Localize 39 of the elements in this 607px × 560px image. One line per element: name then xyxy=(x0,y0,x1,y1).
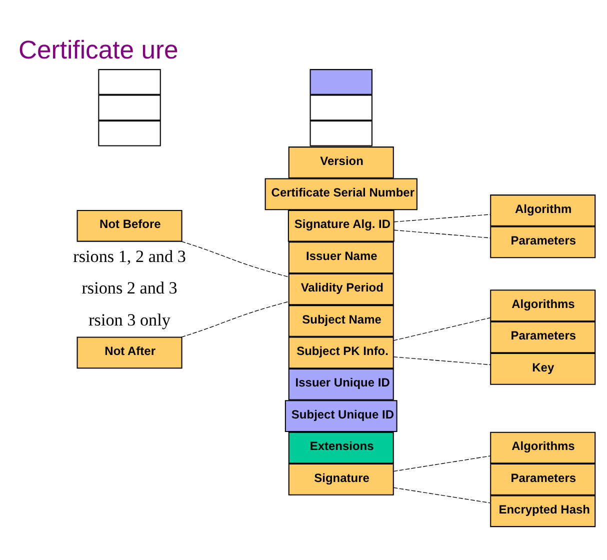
node-box: Algorithms xyxy=(490,431,596,464)
connector xyxy=(393,455,491,472)
node-box: Issuer Unique ID xyxy=(288,368,394,400)
label: rsion 3 only xyxy=(88,310,170,329)
node-box xyxy=(98,120,161,146)
connector xyxy=(180,300,289,338)
connector xyxy=(393,486,491,503)
node-box: Algorithms xyxy=(490,289,596,321)
node-box: Not After xyxy=(76,336,182,368)
connector xyxy=(180,240,289,277)
node-box: Subject Name xyxy=(288,304,394,336)
node-box: Parameters xyxy=(490,463,596,495)
node-box: Issuer Name xyxy=(288,241,394,274)
connector xyxy=(394,214,491,222)
connector xyxy=(394,229,491,238)
node-box: Algorithm xyxy=(490,194,596,226)
node-box: Subject Unique ID xyxy=(284,400,398,432)
diagram-title: Certificate ure xyxy=(18,36,178,64)
node-box xyxy=(98,94,161,120)
node-box: Encrypted Hash xyxy=(490,494,596,527)
connector xyxy=(393,316,491,340)
node-box xyxy=(310,94,372,120)
node-box: Certificate Serial Number xyxy=(264,178,418,210)
node-box: Extensions xyxy=(288,431,394,464)
node-box xyxy=(98,68,161,94)
node-box: Parameters xyxy=(490,320,596,353)
node-box: Parameters xyxy=(490,226,596,258)
node-box: Not Before xyxy=(76,209,182,242)
node-box: Key xyxy=(490,352,596,384)
label: rsions 2 and 3 xyxy=(82,278,178,298)
node-box xyxy=(310,120,372,146)
label: rsions 1, 2 and 3 xyxy=(73,246,186,266)
node-box: Signature xyxy=(288,463,394,495)
node-box: Signature Alg. ID xyxy=(288,209,394,242)
node-box: Validity Period xyxy=(288,272,394,305)
node-box: Version xyxy=(288,146,394,178)
node-box xyxy=(310,68,372,94)
node-box: Subject PK Info. xyxy=(288,336,394,368)
connector xyxy=(393,356,491,365)
